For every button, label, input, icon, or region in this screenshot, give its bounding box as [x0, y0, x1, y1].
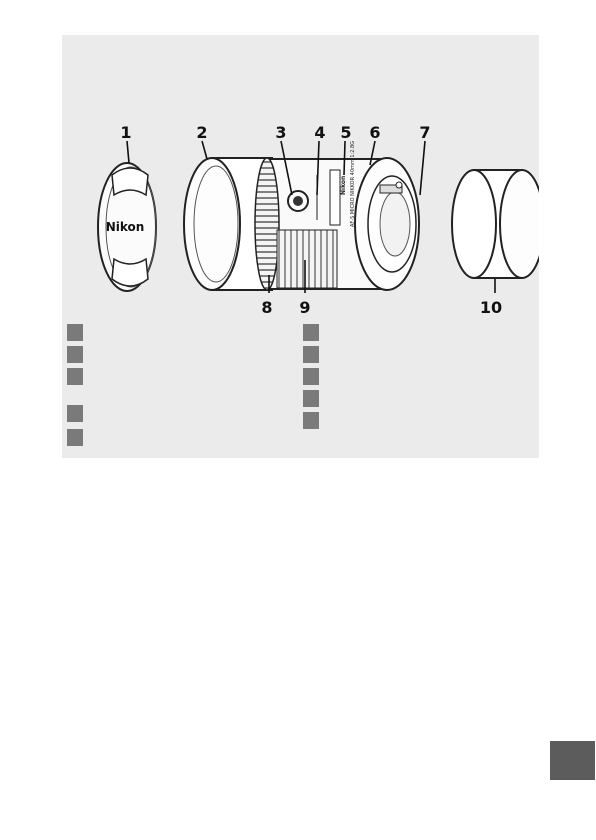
callout-4: 4: [314, 123, 326, 142]
chapter-side-tab: [550, 741, 595, 780]
legend-row: [67, 366, 89, 386]
legend-row: [303, 322, 325, 342]
legend-badge: [67, 404, 83, 422]
legend-badge: [303, 367, 319, 385]
legend-badge: [67, 323, 83, 341]
lens-hood-part: [183, 157, 273, 291]
rear-cap-part: [451, 169, 539, 279]
legend-badge: [67, 367, 83, 385]
callout-3: 3: [275, 123, 287, 142]
legend-badge: [303, 345, 319, 363]
legend-badge: [303, 411, 319, 429]
lens-parts-panel: Nikon AF-S MICRO NIKKOR 40mm 1:2.8G Niko…: [62, 35, 539, 458]
callout-1: 1: [120, 123, 132, 142]
callout-5: 5: [340, 123, 352, 142]
legend-badge: [303, 389, 319, 407]
callout-7: 7: [419, 123, 431, 142]
legend-row: [303, 366, 325, 386]
legend-badge: [67, 345, 83, 363]
lens-cap-part: Nikon: [97, 162, 157, 292]
legend-row: [303, 344, 325, 364]
legend-row: [67, 322, 89, 342]
leader-lines: [126, 140, 496, 293]
lens-illustration: Nikon AF-S MICRO NIKKOR 40mm 1:2.8G Niko…: [97, 140, 539, 293]
legend-row: [67, 344, 89, 364]
legend-row: [67, 427, 89, 447]
legend-badge: [67, 428, 83, 446]
lens-model-text: AF-S MICRO NIKKOR 40mm 1:2.8G: [350, 141, 356, 227]
legend-row: [67, 403, 89, 423]
callout-9: 9: [299, 298, 311, 317]
callout-10: 10: [479, 298, 503, 317]
callout-8: 8: [261, 298, 273, 317]
lens-barrel-part: AF-S MICRO NIKKOR 40mm 1:2.8G Nikon: [254, 141, 420, 291]
lens-cap-logo: Nikon: [106, 220, 145, 234]
legend-row: [303, 410, 325, 430]
callout-2: 2: [196, 123, 208, 142]
callout-6: 6: [369, 123, 381, 142]
legend-row: [303, 388, 325, 408]
lens-body-logo: Nikon: [340, 176, 347, 195]
legend-badge: [303, 323, 319, 341]
